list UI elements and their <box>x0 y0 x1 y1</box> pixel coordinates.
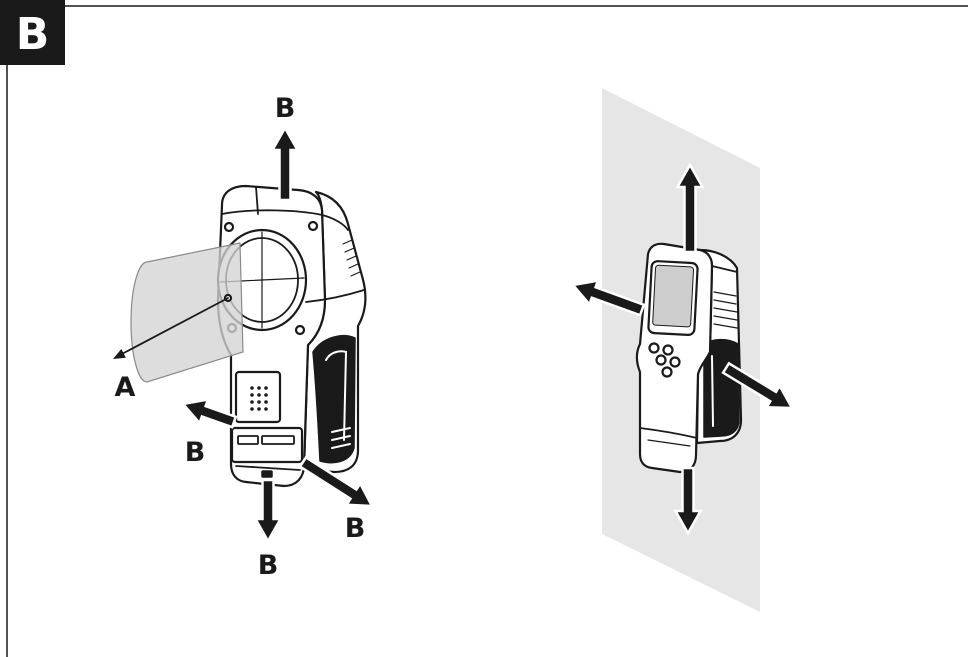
handle-lower-ribs <box>331 427 351 449</box>
handle-grip-texture <box>342 239 361 277</box>
battery-slot-right <box>261 435 295 445</box>
callout-move-right: B <box>345 513 366 544</box>
handle-grip-highlight <box>325 350 348 441</box>
front-move-right-arrow <box>298 455 375 508</box>
keypad-button <box>648 342 660 354</box>
wall-scanner-bottom-seam <box>639 427 698 439</box>
wall-move-up-arrow <box>675 162 705 254</box>
callout-move-up: B <box>275 93 296 124</box>
callout-sensor-direction: A <box>115 372 136 403</box>
screw-top-right <box>307 220 319 232</box>
wall-scanner-display <box>647 260 699 337</box>
bottom-latch <box>261 470 273 478</box>
sensor-detection-cone <box>130 242 244 383</box>
top-center-seam <box>255 186 259 215</box>
wall-move-right-arrow <box>721 361 795 410</box>
battery-compartment <box>230 426 304 464</box>
display-screen <box>652 264 694 328</box>
keypad-button <box>661 366 673 378</box>
plate-dot-grid <box>250 386 268 411</box>
keypad-button <box>662 344 674 356</box>
keypad-button <box>669 356 681 368</box>
wall-move-down-arrow <box>673 466 703 536</box>
rear-label-plate <box>234 370 282 424</box>
wall-move-left-arrow <box>570 279 646 317</box>
wall-scanner-grip-highlight <box>711 355 714 427</box>
front-move-left-arrow <box>180 397 238 429</box>
screw-bottom-right <box>294 324 306 336</box>
figure-label: B <box>16 9 50 60</box>
front-move-down-arrow <box>253 478 283 544</box>
scanner-front-view: A B B B B <box>113 93 375 581</box>
callout-move-down: B <box>258 550 279 581</box>
sensor-axis-arrowhead <box>113 349 126 359</box>
scanner-on-wall-view <box>570 88 795 612</box>
bottom-edge-line <box>235 465 301 471</box>
keypad-button <box>655 354 667 366</box>
top-seam-line <box>221 209 349 231</box>
front-move-up-arrow <box>270 125 300 202</box>
battery-slot-left <box>237 435 259 445</box>
wall-scanner-bottom-cap-line <box>647 439 691 447</box>
wall-scanner-grip-texture <box>713 291 738 329</box>
wall-scanner-top-edge <box>711 265 738 273</box>
side-band-seam <box>305 289 365 303</box>
screw-top-left <box>223 221 235 233</box>
callout-move-left: B <box>185 437 206 468</box>
figure-label-box <box>0 0 65 65</box>
sensor-axis-line <box>119 297 229 356</box>
wall-scanner-keypad <box>648 342 681 378</box>
